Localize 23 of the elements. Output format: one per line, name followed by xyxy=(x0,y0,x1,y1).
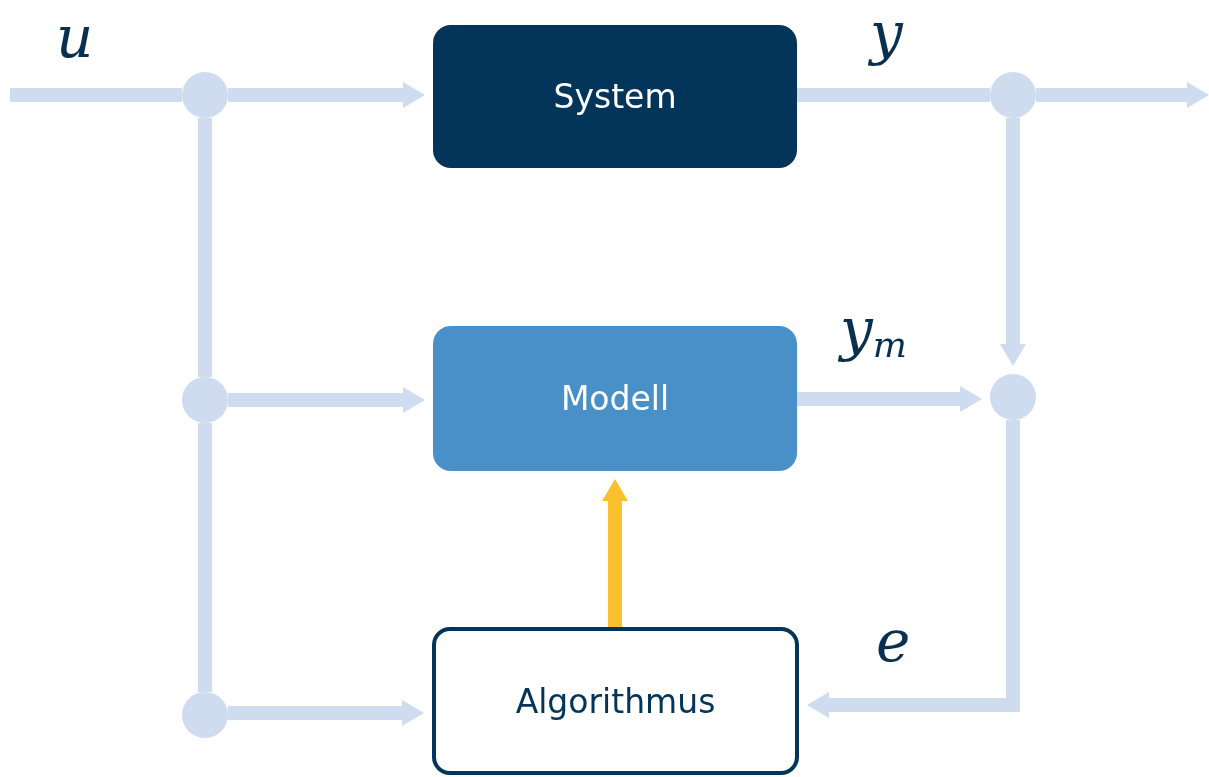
arrow xyxy=(228,387,425,413)
process-box xyxy=(433,25,797,168)
box-label: Algorithmus xyxy=(515,681,716,721)
connector-line xyxy=(198,423,212,692)
arrow xyxy=(807,420,1020,718)
box-label: Modell xyxy=(560,379,670,418)
arrow xyxy=(797,386,982,412)
process-box xyxy=(433,326,797,471)
junction-dot xyxy=(182,377,228,423)
junction-dot xyxy=(990,72,1036,118)
junction-dot xyxy=(182,692,228,738)
arrow xyxy=(228,82,425,108)
connector-line xyxy=(198,118,212,377)
connector-line xyxy=(797,88,990,102)
box-label: System xyxy=(553,77,677,116)
junction-dot xyxy=(990,374,1036,420)
arrow xyxy=(602,479,628,627)
arrow xyxy=(228,700,424,726)
junction-dot xyxy=(182,72,228,118)
arrow xyxy=(1000,118,1026,366)
arrow xyxy=(1036,82,1209,108)
process-box xyxy=(432,627,799,775)
connector-line xyxy=(10,88,182,102)
